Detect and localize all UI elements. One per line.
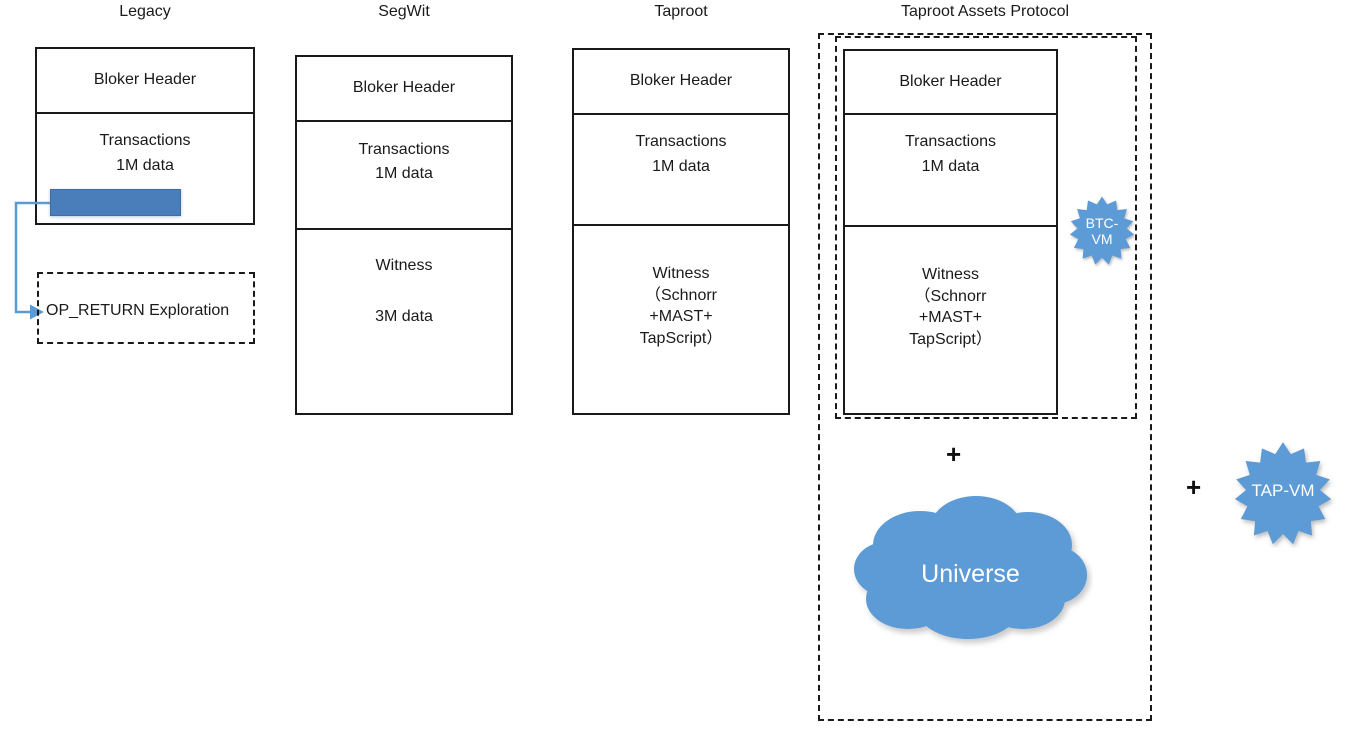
right-plus: + — [1186, 472, 1202, 502]
segwit-witness-line-1: 3M data — [375, 307, 433, 325]
taproot-cell-header: Bloker Header — [574, 50, 788, 114]
btc-vm-star: BTC- VM — [1066, 195, 1138, 267]
taproot-transactions-line-0: Transactions — [635, 133, 727, 151]
legacy-transactions-line-0: Transactions — [99, 132, 191, 150]
column-title-taproot-assets: Taproot Assets Protocol — [900, 3, 1070, 20]
legacy-cell-header: Bloker Header — [37, 49, 253, 113]
column-title-taproot: Taproot — [654, 3, 708, 20]
segwit-transactions-line-1: 1M data — [375, 165, 433, 183]
taproot-cell-witness: Witness （Schnorr +MAST+ TapScript） — [574, 223, 788, 413]
segwit-block: Bloker Header Transactions 1M data Witne… — [295, 55, 513, 415]
taproot-assets-header-line-0: Bloker Header — [899, 72, 1002, 90]
taproot-transactions-line-1: 1M data — [652, 157, 710, 175]
segwit-cell-witness: Witness 3M data — [297, 228, 511, 413]
column-title-segwit: SegWit — [378, 3, 430, 20]
taproot-assets-cell-header: Bloker Header — [845, 51, 1056, 114]
inscribed-data-bar — [50, 189, 181, 216]
op-return-label: OP_RETURN Exploration — [46, 302, 230, 319]
cloud-icon — [854, 496, 1087, 639]
taproot-assets-witness-line-1: （Schnorr — [914, 287, 987, 305]
taproot-witness-line-1: （Schnorr — [644, 286, 718, 304]
op-return-box — [37, 272, 255, 344]
taproot-witness-line-2: +MAST+ — [649, 308, 713, 326]
legacy-header-line-0: Bloker Header — [93, 71, 197, 89]
universe-cloud: Universe — [848, 487, 1093, 650]
taproot-assets-transactions-line-1: 1M data — [921, 157, 980, 175]
taproot-assets-plus: + — [946, 439, 962, 469]
taproot-assets-witness-line-0: Witness — [922, 265, 979, 283]
taproot-assets-block: Bloker Header Transactions 1M data Witne… — [843, 49, 1058, 415]
column-title-legacy: Legacy — [119, 3, 171, 20]
taproot-block: Bloker Header Transactions 1M data Witne… — [572, 48, 790, 415]
taproot-assets-outer-container — [818, 33, 1152, 721]
taproot-assets-cell-witness: Witness （Schnorr +MAST+ TapScript） — [845, 224, 1056, 413]
legacy-transactions-line-1: 1M data — [116, 157, 174, 175]
star-burst-icon — [1069, 196, 1135, 265]
taproot-witness-line-0: Witness — [652, 264, 710, 282]
segwit-cell-header: Bloker Header — [297, 57, 511, 120]
taproot-assets-inner-container — [835, 36, 1137, 419]
segwit-header-line-0: Bloker Header — [352, 78, 456, 96]
segwit-transactions-line-0: Transactions — [358, 140, 450, 158]
tap-vm-star: TAP-VM — [1228, 440, 1338, 548]
taproot-assets-cell-transactions: Transactions 1M data — [845, 113, 1056, 225]
segwit-cell-transactions: Transactions 1M data — [297, 119, 511, 229]
segwit-witness-line-0: Witness — [375, 257, 433, 275]
taproot-assets-witness-line-3: TapScript） — [909, 330, 992, 348]
taproot-header-line-0: Bloker Header — [629, 72, 733, 90]
taproot-assets-transactions-line-0: Transactions — [905, 133, 996, 151]
taproot-assets-witness-line-2: +MAST+ — [918, 309, 983, 327]
star-burst-icon — [1234, 442, 1332, 545]
taproot-cell-transactions: Transactions 1M data — [574, 113, 788, 224]
taproot-witness-line-3: TapScript） — [639, 329, 723, 347]
